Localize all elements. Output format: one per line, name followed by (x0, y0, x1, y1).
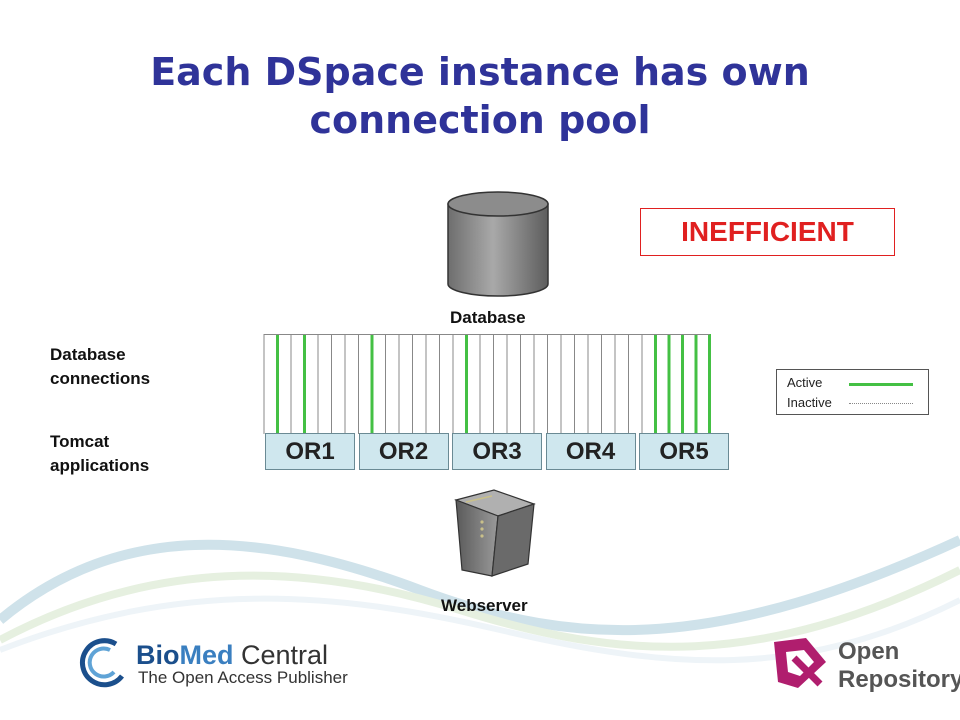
legend-inactive-swatch (849, 403, 913, 404)
title-line-2: connection pool (309, 98, 651, 142)
legend: Active Inactive (776, 369, 929, 415)
database-label: Database (450, 308, 526, 327)
or-line-1: Open (838, 638, 900, 665)
page-title: Each DSpace instance has own connection … (0, 48, 960, 144)
open-repository-brand: Open Repository (838, 638, 960, 694)
connection-lines (263, 334, 711, 434)
webserver-icon (454, 489, 536, 577)
brand-central: Central (233, 640, 329, 670)
or-line-2: Repository (838, 666, 960, 693)
biomed-central-brand: BioMed Central (136, 640, 328, 671)
tomcat-label: Tomcat applications (50, 430, 149, 478)
legend-active-label: Active (787, 375, 823, 390)
tomcat-label-line1: Tomcat (50, 432, 110, 451)
status-badge: INEFFICIENT (640, 208, 895, 256)
biomed-central-logo-icon (79, 638, 124, 688)
open-repository-logo-icon (774, 638, 826, 688)
app-box-or3: OR3 (452, 433, 542, 470)
legend-active-swatch (849, 383, 913, 386)
biomed-central-tagline: The Open Access Publisher (138, 668, 348, 687)
legend-inactive-label: Inactive (787, 395, 832, 410)
app-box-or1: OR1 (265, 433, 355, 470)
app-box-or5: OR5 (639, 433, 729, 470)
title-line-1: Each DSpace instance has own (150, 50, 810, 94)
app-box-or2: OR2 (358, 433, 449, 470)
tomcat-label-line2: applications (50, 456, 150, 475)
db-connections-label-line1: Database (50, 345, 126, 364)
webserver-label: Webserver (441, 596, 528, 615)
brand-bio: Bio (136, 640, 180, 670)
brand-med: Med (179, 640, 234, 670)
app-box-or4: OR4 (545, 433, 636, 470)
db-connections-label: Database connections (50, 343, 150, 391)
database-icon (447, 191, 549, 297)
db-connections-label-line2: connections (50, 369, 151, 388)
